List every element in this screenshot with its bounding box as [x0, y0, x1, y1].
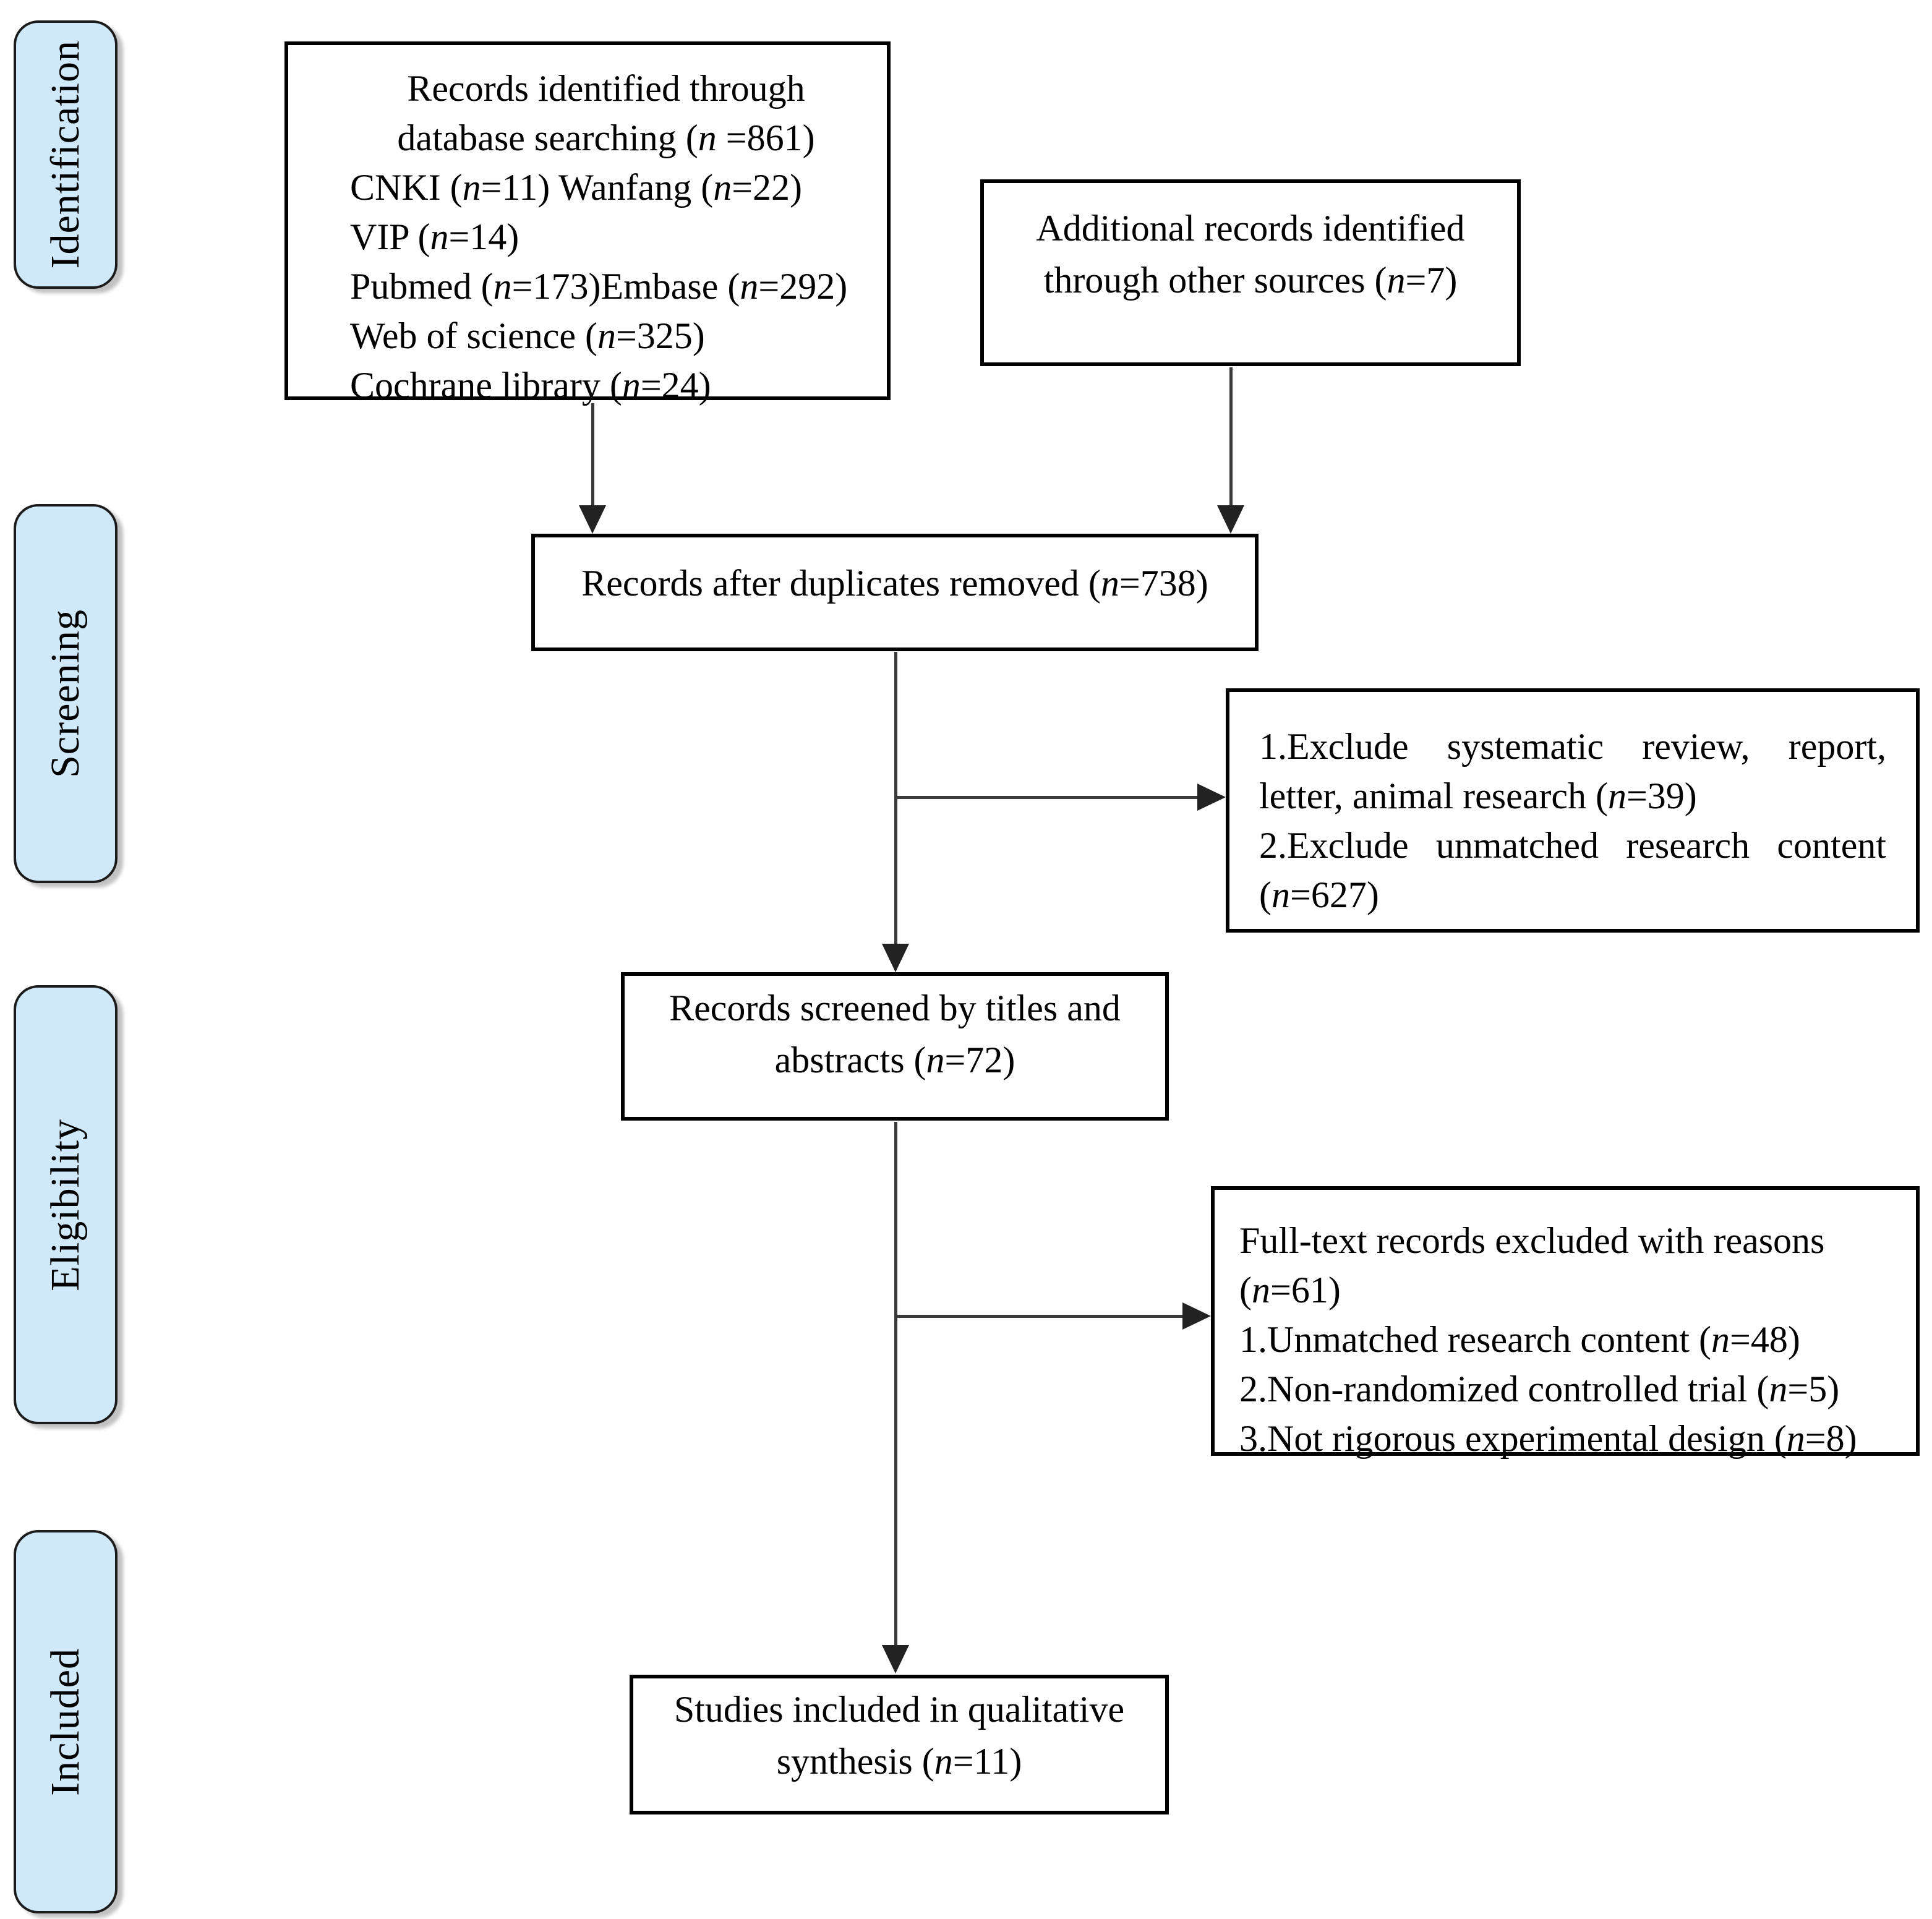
arrow-branch-to-fulltext-exclusions-line	[895, 1315, 1186, 1318]
box-fulltext-exclusions: Full-text records excluded with reasons …	[1211, 1186, 1920, 1459]
arrow-screened-to-included-line	[894, 1122, 897, 1649]
box-records-identified: Records identified through database sear…	[284, 41, 891, 406]
text-line: database searching (n =861)	[397, 118, 815, 158]
arrow-duplicates-to-screened-line	[894, 652, 897, 947]
box-studies-included: Studies included in qualitative synthesi…	[630, 1675, 1169, 1814]
arrow-screened-to-included-head	[882, 1645, 909, 1673]
stage-included-label: Included	[43, 1648, 88, 1796]
text-line: abstracts (n=72)	[774, 1040, 1015, 1080]
arrow-branch-to-screening-exclusions-line	[895, 796, 1200, 799]
box-additional-records: Additional records identified through ot…	[980, 179, 1521, 366]
stage-included: Included	[14, 1530, 118, 1913]
arrow-identified-to-duplicates-line	[591, 403, 594, 507]
arrow-branch-to-fulltext-exclusions-head	[1182, 1302, 1211, 1330]
box-duplicates-removed: Records after duplicates removed (n=738)	[531, 534, 1259, 651]
text-line: Pubmed (n=173)Embase (n=292)	[350, 266, 848, 307]
text-line: through other sources (n=7)	[1043, 260, 1458, 301]
stage-identification-label: Identification	[43, 40, 88, 269]
box-records-screened: Records screened by titles and abstracts…	[621, 972, 1169, 1121]
arrow-additional-to-duplicates-line	[1229, 367, 1233, 507]
text-line: synthesis (n=11)	[776, 1741, 1022, 1782]
stage-screening: Screening	[14, 504, 118, 883]
arrow-additional-to-duplicates-head	[1217, 505, 1244, 534]
text-line: Cochrane library (n=24)	[350, 365, 711, 406]
stage-eligibility: Eligibility	[14, 985, 118, 1424]
stage-screening-label: Screening	[43, 609, 88, 778]
stage-identification: Identification	[14, 20, 118, 289]
arrow-identified-to-duplicates-head	[579, 505, 606, 534]
arrow-branch-to-screening-exclusions-head	[1197, 784, 1226, 811]
stage-eligibility-label: Eligibility	[43, 1118, 88, 1291]
text-line: Web of science (n=325)	[350, 315, 705, 356]
text-line: Additional records identified	[1036, 208, 1465, 249]
text-line: 2.Non-randomized controlled trial (n=5)	[1239, 1369, 1840, 1409]
text-line: Studies included in qualitative	[673, 1689, 1125, 1730]
box-screening-exclusions: 1.Exclude systematic review, report, let…	[1226, 688, 1920, 933]
text-line: Records after duplicates removed (n=738)	[581, 563, 1208, 604]
text-line: 1.Unmatched research content (n=48)	[1239, 1319, 1800, 1360]
text-line: 2.Exclude unmatched research content	[1259, 825, 1886, 866]
text-line: 3.Not rigorous experimental design (n=8)	[1239, 1418, 1857, 1459]
text-line: (n=627)	[1259, 874, 1379, 915]
text-line: Full-text records excluded with reasons	[1239, 1220, 1825, 1261]
text-line: letter, animal research (n=39)	[1259, 776, 1697, 816]
text-line: (n=61)	[1239, 1270, 1341, 1310]
text-line: Records identified through	[407, 68, 805, 109]
text-line: Records screened by titles and	[669, 988, 1121, 1028]
text-line: VIP (n=14)	[350, 216, 519, 257]
arrow-duplicates-to-screened-head	[882, 944, 909, 972]
text-line: 1.Exclude systematic review, report,	[1259, 726, 1886, 767]
text-line: CNKI (n=11) Wanfang (n=22)	[350, 167, 803, 208]
